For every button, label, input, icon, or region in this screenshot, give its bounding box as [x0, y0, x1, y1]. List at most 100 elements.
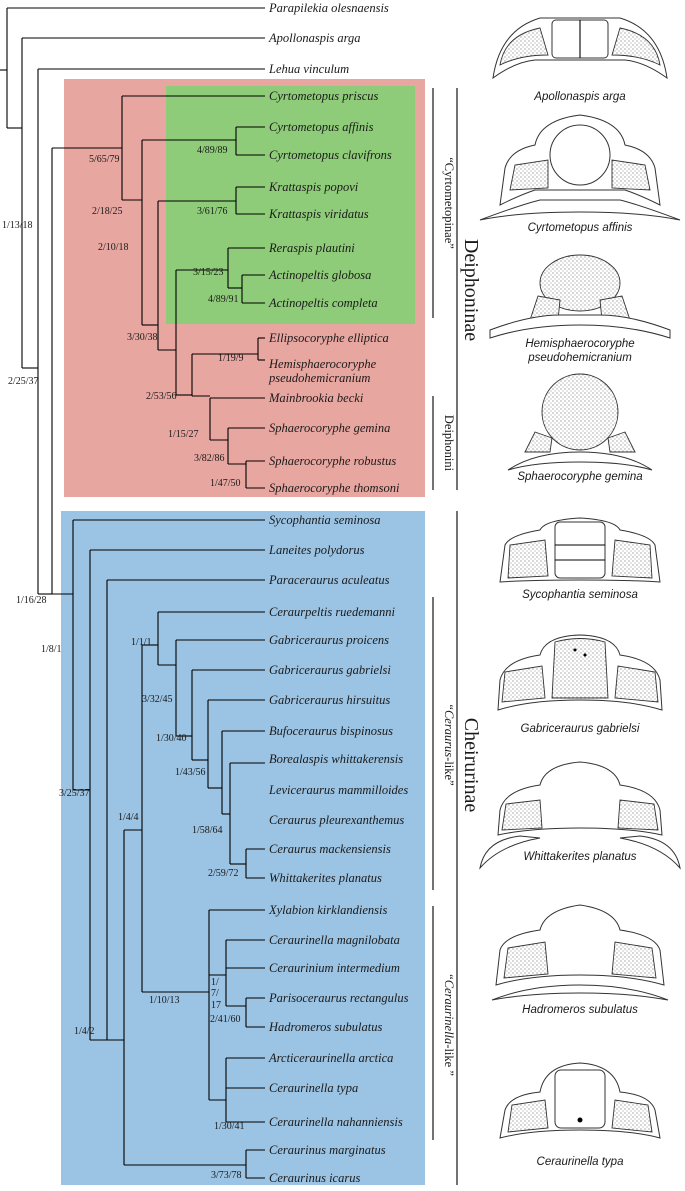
taxon-label: Hadromeros subulatus [268, 1020, 382, 1034]
drawing-label: Apollonaspis arga [533, 91, 625, 103]
support-value: 2/18/25 [92, 206, 123, 217]
taxon-label: Krattaspis viridatus [268, 207, 369, 221]
drawing-label: Cyrtometopus affinis [528, 222, 633, 234]
support-value: 1/4/2 [74, 1026, 95, 1037]
taxon-label: Parisoceraurus rectangulus [268, 991, 409, 1005]
support-value: 1/4/4 [118, 812, 139, 823]
taxon-label: Cyrtometopus affinis [269, 120, 374, 134]
drawing-label: Ceraurinella typa [537, 1156, 624, 1168]
taxon-label: Gabriceraurus hirsuitus [269, 693, 390, 707]
taxon-label: Gabriceraurus proicens [269, 633, 389, 647]
support-value: 1/30/41 [214, 1121, 245, 1132]
support-value: 2/10/18 [98, 242, 129, 253]
taxon-label: Paraceraurus aculeatus [268, 573, 390, 587]
taxon-label: Ceraurpeltis ruedemanni [269, 605, 396, 619]
support-value: 3/25/37 [59, 788, 90, 799]
taxon-label: Apollonaspis arga [268, 31, 361, 45]
drawing-label: Gabriceraurus gabrielsi [521, 723, 640, 735]
support-value: 3/61/76 [197, 206, 228, 217]
support-value: 1/47/50 [210, 478, 241, 489]
support-value: 1/15/27 [168, 429, 199, 440]
support-value: 3/32/45 [142, 694, 173, 705]
cheirurinae-label: Cheirurinae [460, 718, 482, 813]
taxon-label: Ceraurinella nahanniensis [269, 1115, 403, 1129]
support-value: 1/43/56 [175, 767, 206, 778]
support-values: 1/13/18 5/65/79 4/89/89 2/18/25 3/61/76 … [2, 145, 245, 1181]
drawing-label: Whittakerites planatus [523, 851, 636, 863]
ceraurus-like-label: “Ceraurus-like” [442, 704, 456, 785]
drawing-label: pseudohemicranium [527, 352, 632, 364]
taxon-label: pseudohemicranium [268, 371, 370, 385]
drawing-label: Sycophantia seminosa [522, 589, 638, 601]
taxon-label: Bufoceraurus bispinosus [269, 724, 393, 738]
support-value: 2/41/60 [210, 1014, 241, 1025]
taxon-label: Leviceraurus mammilloides [268, 783, 408, 797]
support-value: 3/73/78 [211, 1170, 242, 1181]
support-value: 1/58/64 [192, 825, 223, 836]
support-value: 4/89/89 [197, 145, 228, 156]
taxon-label: Ellipsocoryphe elliptica [268, 331, 389, 345]
taxon-label: Parapilekia olesnaensis [268, 1, 389, 15]
taxon-label: Sphaerocoryphe thomsoni [269, 481, 400, 495]
support-value: 7/ [211, 988, 219, 999]
cyrtometopinae-label: “Cyrtometopinae” [442, 157, 456, 249]
taxon-label: Gabriceraurus gabrielsi [269, 663, 391, 677]
taxon-label: Cyrtometopus priscus [269, 89, 379, 103]
taxon-label: Actinopeltis globosa [268, 268, 371, 282]
support-value: 3/30/38 [127, 332, 158, 343]
cheirurinae-box [61, 511, 425, 1185]
support-value: 1/30/40 [156, 733, 187, 744]
taxon-label: Ceraurus pleurexanthemus [269, 813, 404, 827]
taxon-label: Cyrtometopus clavifrons [269, 148, 392, 162]
gabriceraurus-drawing: Gabriceraurus gabrielsi [497, 634, 663, 735]
cyrtometopinae-box [166, 86, 415, 324]
support-value: 17 [211, 1000, 221, 1011]
taxon-label: Sphaerocoryphe robustus [269, 454, 396, 468]
taxon-label: Xylabion kirklandiensis [268, 903, 388, 917]
sphaerocoryphe-drawing: Sphaerocoryphe gemina [507, 373, 653, 483]
drawing-label: Sphaerocoryphe gemina [517, 471, 642, 483]
taxon-label: Ceraurinella magnilobata [269, 933, 400, 947]
support-value: 2/25/37 [8, 376, 39, 387]
ceraurinella-like-label: “Ceraurinella-like ” [442, 974, 456, 1076]
taxon-label: Laneites polydorus [268, 543, 365, 557]
taxon-label: Borealaspis whittakerensis [269, 752, 403, 766]
support-value: 3/15/23 [193, 267, 224, 278]
taxon-label: Ceraurinella typa [269, 1081, 358, 1095]
taxon-label: Ceraurinus icarus [269, 1171, 360, 1185]
drawing-label: Hemisphaerocoryphe [525, 338, 634, 350]
support-value: 3/82/86 [194, 453, 225, 464]
taxon-labels: Parapilekia olesnaensis Apollonaspis arg… [268, 1, 409, 1185]
whittakerites-drawing: Whittakerites planatus [479, 761, 681, 870]
hemisphaerocoryphe-drawing: Hemisphaerocoryphe pseudohemicranium [489, 254, 671, 364]
support-value: 2/53/56 [146, 391, 177, 402]
support-value: 1/ [211, 977, 219, 988]
deiphonini-label: Deiphonini [442, 415, 456, 472]
taxon-label: Ceraurinus marginatus [269, 1143, 386, 1157]
taxon-label: Mainbrookia becki [268, 391, 364, 405]
cranidium-drawings: Apollonaspis arga Cyrtometopus affinis H… [479, 17, 681, 1168]
taxon-label: Reraspis plautini [268, 241, 355, 255]
cyrtometopus-drawing: Cyrtometopus affinis [479, 114, 681, 234]
support-value: 1/1/1 [131, 637, 152, 648]
taxon-label: Sphaerocoryphe gemina [269, 421, 390, 435]
support-value: 4/89/91 [208, 294, 239, 305]
sycophantia-drawing: Sycophantia seminosa [499, 517, 661, 601]
hadromeros-drawing: Hadromeros subulatus [491, 904, 669, 1016]
taxon-label: Actinopeltis completa [268, 296, 378, 310]
taxon-label: Sycophantia seminosa [269, 513, 380, 527]
taxon-label: Ceraurinium intermedium [269, 961, 400, 975]
ceraurinella-drawing: Ceraurinella typa [499, 1062, 661, 1168]
support-value: 1/19/9 [218, 353, 244, 364]
clade-annotations: “Cyrtometopinae” Deiphonini Deiphoninae … [432, 88, 482, 1185]
deiphoninae-label: Deiphoninae [460, 239, 482, 341]
taxon-label: Krattaspis popovi [268, 180, 359, 194]
taxon-label: Ceraurus mackensiensis [269, 842, 391, 856]
support-value: 2/59/72 [208, 868, 239, 879]
taxon-label: Hemisphaerocoryphe [268, 357, 377, 371]
support-value: 1/8/1 [41, 644, 62, 655]
support-value: 1/10/13 [149, 995, 180, 1006]
apollonaspis-drawing: Apollonaspis arga [492, 17, 668, 103]
taxon-label: Arcticeraurinella arctica [268, 1051, 393, 1065]
